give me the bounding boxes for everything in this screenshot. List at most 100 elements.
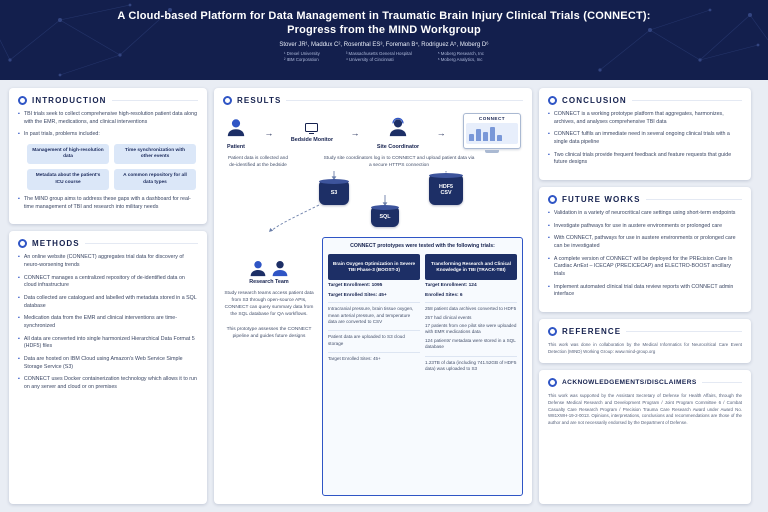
bullet-item: Implement automated clinical trial data … — [548, 284, 742, 299]
trial-paragraph: 17 patients from one pilot site were upl… — [425, 322, 517, 335]
bullet-icon — [548, 284, 550, 299]
affiliation-column: ³ Massachusetts General Hospital ⁴ Unive… — [346, 51, 412, 65]
divider — [328, 302, 420, 304]
bullet-text: Two clinical trials provide frequent fee… — [553, 151, 732, 166]
bullet-item: An online website (CONNECT) aggregates t… — [18, 254, 198, 269]
bullet-icon — [18, 111, 20, 126]
research-team-block: Research Team Study research teams acces… — [223, 237, 315, 496]
middle-column: RESULTS Patient Bedside — [214, 88, 532, 504]
results-bottom: Research Team Study research teams acces… — [223, 237, 523, 496]
researcher-icon — [272, 261, 288, 277]
poster-body: INTRODUCTION TBI trials seek to collect … — [0, 80, 768, 512]
problem-box: Time synchronization with other events — [114, 144, 196, 165]
section-header: METHODS — [18, 239, 198, 249]
bullet-text: Data are hosted on IBM Cloud using Amazo… — [23, 356, 183, 370]
bullet-icon — [548, 256, 550, 279]
problem-box: A common repository for all data types — [114, 169, 196, 190]
section-circle-icon — [548, 327, 557, 337]
poster-title: A Cloud-based Platform for Data Manageme… — [55, 9, 713, 38]
bullet-text: Validation in a variety of neurocritical… — [553, 210, 736, 217]
research-team-caption: Study research teams access patient data… — [224, 291, 314, 317]
site-coordinator-icon — [389, 117, 407, 136]
network-pattern-decoration — [0, 3, 768, 77]
bullet-item: Validation in a variety of neurocritical… — [548, 210, 742, 218]
trial-paragraph: Intracranial pressure, brain tissue oxyg… — [328, 306, 414, 324]
methods-section: METHODS An online website (CONNECT) aggr… — [9, 231, 207, 504]
bullet-item: Medication data from the EMR and clinica… — [18, 315, 198, 330]
sql-database-icon: SQL — [371, 204, 399, 228]
trial-stat: Target Enrolled Sites: 45+ — [328, 292, 387, 298]
bullet-text: CONNECT manages a centralized repository… — [23, 274, 185, 289]
bedside-monitor-node: Bedside Monitor — [291, 123, 333, 143]
patient-node: Patient — [225, 117, 247, 150]
coordinator-caption: Study site coordinators log in to CONNEC… — [323, 156, 475, 168]
section-title: RESULTS — [237, 96, 282, 105]
bullet-icon — [18, 295, 20, 310]
divider — [645, 199, 742, 201]
trial-paragraph: Target Enrolled Sites: 45+ — [328, 356, 381, 362]
patient-icon — [227, 118, 245, 136]
bullet-text: Implement automated clinical trial data … — [553, 283, 734, 298]
storage-arrows-decoration — [269, 171, 447, 233]
bullet-text: In past trials, problems included: — [23, 131, 100, 138]
divider — [328, 352, 420, 354]
site-coordinator-label: Site Coordinator — [376, 143, 420, 150]
affiliation: ⁶ Moberg Analytics, Inc — [437, 57, 483, 63]
bullet-text: Medication data from the EMR and clinica… — [23, 315, 177, 329]
bullet-icon — [18, 254, 20, 269]
monitor-stand — [485, 150, 499, 153]
bullet-text: A complete version of CONNECT will be de… — [553, 255, 733, 278]
section-header: INTRODUCTION — [18, 96, 198, 105]
bullet-item: CONNECT uses Docker containerization tec… — [18, 376, 198, 391]
bullet-item: Data are hosted on IBM Cloud using Amazo… — [18, 356, 198, 371]
connect-screen-chart — [466, 123, 518, 144]
trial-paragraph: 258 patient data archives converted to H… — [425, 306, 517, 312]
bullet-item: Investigate pathways for use in austere … — [548, 223, 742, 231]
bullet-icon — [18, 356, 20, 371]
bullet-text: An online website (CONNECT) aggregates t… — [23, 254, 184, 268]
affiliation: ¹ Drexel University — [283, 50, 320, 56]
bullet-item: The MIND group aims to address these gap… — [18, 196, 198, 211]
flow-arrow-icon — [437, 129, 446, 138]
patient-caption: Patient data is collected and de-identif… — [227, 156, 288, 168]
future-works-section: FUTURE WORKS Validation in a variety of … — [539, 187, 751, 313]
trials-table-header: CONNECT prototypes were tested with the … — [350, 243, 495, 250]
affiliation: ⁴ University of Cincinnati — [345, 57, 394, 63]
hdf5-database-icon: HDF5 CSV — [429, 172, 463, 206]
bullet-text: Investigate pathways for use in austere … — [553, 222, 723, 229]
trials-columns: Brain Oxygen Optimization in Severe TBI … — [328, 254, 517, 490]
divider — [425, 355, 517, 357]
flow-arrow-icon — [264, 129, 273, 138]
sql-label: SQL — [379, 214, 391, 221]
connect-screen: CONNECT — [463, 113, 521, 149]
divider — [286, 100, 523, 101]
divider — [631, 100, 742, 101]
section-circle-icon — [18, 239, 27, 249]
research-team-icons — [248, 259, 290, 277]
bullet-icon — [548, 111, 550, 126]
bullet-icon — [548, 223, 550, 231]
bullet-item: A complete version of CONNECT will be de… — [548, 256, 742, 279]
connect-label: CONNECT — [478, 116, 506, 121]
affiliation: ² IBM Corporation — [283, 57, 319, 63]
bullet-text: CONNECT is a working prototype platform … — [553, 111, 724, 125]
bullet-icon — [18, 336, 20, 351]
affiliation-column: ¹ Drexel University ² IBM Corporation — [284, 51, 320, 65]
bullet-icon — [548, 235, 550, 250]
section-header: RESULTS — [223, 96, 523, 105]
poster-title-line1: A Cloud-based Platform for Data Manageme… — [117, 10, 651, 22]
section-title: REFERENCE — [562, 327, 622, 337]
section-circle-icon — [223, 96, 232, 105]
hdf5-label-line2: CSV — [440, 190, 452, 197]
s3-label: S3 — [330, 190, 338, 197]
acknowledgements-text: This work was supported by the Assistant… — [548, 393, 742, 425]
trial-stat: Target Enrollment: 124 — [425, 283, 477, 289]
divider — [328, 330, 420, 332]
bullet-icon — [18, 131, 20, 139]
section-header: ACKNOWLEDGEMENTS/DISCLAIMERS — [548, 378, 742, 388]
bullet-icon — [18, 315, 20, 330]
divider — [701, 382, 742, 384]
connect-screen-mockup: CONNECT — [463, 113, 521, 153]
bullet-item: CONNECT fulfils an immediate need in sev… — [548, 131, 742, 146]
